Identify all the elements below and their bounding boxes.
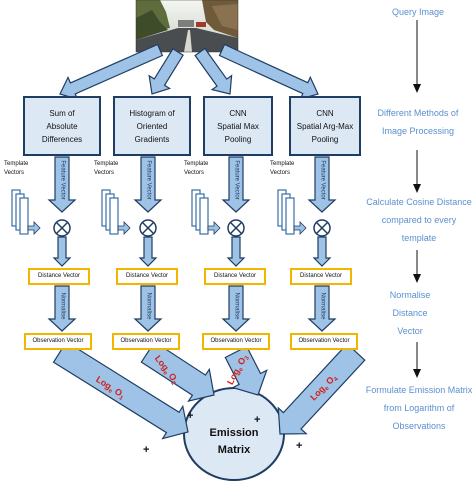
distance-vector-box: Distance Vector bbox=[290, 268, 352, 285]
method-label: Sum of Absolute Differences bbox=[41, 108, 83, 144]
distance-vector-box: Distance Vector bbox=[116, 268, 178, 285]
operator-to-distance-arrow bbox=[52, 236, 72, 267]
step-cosine-distance: Calculate Cosine Distance compared to ev… bbox=[366, 197, 472, 243]
normalise-label: Normalise bbox=[145, 292, 151, 320]
operator-to-distance-arrow bbox=[138, 236, 158, 267]
emission-matrix-label: Emission Matrix bbox=[176, 425, 292, 459]
template-arrow bbox=[27, 221, 41, 235]
feature-vector-label: Feature Vector bbox=[319, 160, 325, 199]
operator-to-distance-arrow bbox=[312, 236, 332, 267]
step-processing-methods: Different Methods of Image Processing bbox=[377, 108, 459, 136]
method-box-cnn-argmax: CNN Spatial Arg-Max Pooling bbox=[289, 96, 361, 156]
query-to-method-arrow bbox=[218, 43, 319, 101]
query-to-method-arrow bbox=[194, 47, 233, 95]
emission-line-2: Matrix bbox=[217, 444, 251, 456]
feature-vector-label: Feature Vector bbox=[59, 160, 65, 199]
feature-vector-label: Feature Vector bbox=[233, 160, 239, 199]
method-label: CNN Spatial Arg-Max Pooling bbox=[296, 108, 354, 144]
template-vectors-label: Template Vectors bbox=[94, 161, 119, 176]
normalise-arrow bbox=[133, 285, 163, 332]
normalise-label: Normalise bbox=[233, 292, 239, 320]
template-arrow bbox=[207, 221, 221, 235]
distance-vector-box: Distance Vector bbox=[204, 268, 266, 285]
plus-sign: + bbox=[143, 444, 150, 456]
template-vector-card bbox=[285, 197, 295, 235]
multiply-operator-stroke bbox=[55, 221, 69, 235]
plus-sign: + bbox=[254, 414, 261, 426]
log-observation-arrow bbox=[277, 342, 366, 435]
normalise-label: Normalise bbox=[59, 292, 65, 320]
template-arrow bbox=[293, 221, 307, 235]
observation-vector-box: Observation Vector bbox=[24, 333, 92, 350]
emission-line-1: Emission bbox=[209, 427, 259, 439]
feature-vector-arrow bbox=[47, 156, 77, 213]
step-normalise: Normalise Distance Vector bbox=[389, 290, 431, 336]
feature-vector-arrow bbox=[221, 156, 251, 213]
step-query-image: Query Image bbox=[391, 7, 445, 17]
method-label: CNN Spatial Max Pooling bbox=[217, 108, 259, 144]
observation-vector-box: Observation Vector bbox=[290, 333, 358, 350]
observation-vector-box: Observation Vector bbox=[202, 333, 270, 350]
normalise-label: Normalise bbox=[319, 292, 325, 320]
method-box-cnn-max: CNN Spatial Max Pooling bbox=[203, 96, 273, 156]
log-observation-arrow bbox=[224, 345, 268, 396]
multiply-operator-stroke bbox=[141, 221, 155, 235]
plus-sign: + bbox=[187, 410, 194, 422]
normalise-arrow bbox=[307, 285, 337, 332]
normalise-arrow bbox=[47, 285, 77, 332]
method-box-hog: Histogram of Oriented Gradients bbox=[113, 96, 191, 156]
feature-vector-arrow bbox=[307, 156, 337, 213]
multiply-operator-stroke bbox=[315, 221, 329, 235]
query-to-method-arrow bbox=[148, 47, 184, 95]
normalise-arrow bbox=[221, 285, 251, 332]
step-formulate-emission: Formulate Emission Matrix from Logarithm… bbox=[365, 385, 473, 431]
log-observation-arrow bbox=[140, 341, 215, 403]
template-vectors-label: Template Vectors bbox=[270, 161, 295, 176]
feature-vector-arrow bbox=[133, 156, 163, 213]
log-observation-arrow bbox=[52, 340, 189, 440]
query-to-method-arrow bbox=[59, 43, 164, 101]
template-vectors-label: Template Vectors bbox=[4, 161, 29, 176]
template-arrow bbox=[117, 221, 131, 235]
query-image bbox=[135, 0, 239, 53]
multiply-operator-stroke bbox=[229, 221, 243, 235]
distance-vector-box: Distance Vector bbox=[28, 268, 90, 285]
template-vectors-label: Template Vectors bbox=[184, 161, 209, 176]
method-label: Histogram of Oriented Gradients bbox=[129, 108, 175, 144]
plus-sign: + bbox=[296, 440, 303, 452]
template-vector-card bbox=[19, 197, 29, 235]
method-box-sad: Sum of Absolute Differences bbox=[23, 96, 101, 156]
feature-vector-label: Feature Vector bbox=[145, 160, 151, 199]
template-vector-card bbox=[199, 197, 209, 235]
observation-vector-box: Observation Vector bbox=[112, 333, 180, 350]
operator-to-distance-arrow bbox=[226, 236, 246, 267]
right-flow-arrows bbox=[413, 20, 421, 378]
template-vector-card bbox=[109, 197, 119, 235]
